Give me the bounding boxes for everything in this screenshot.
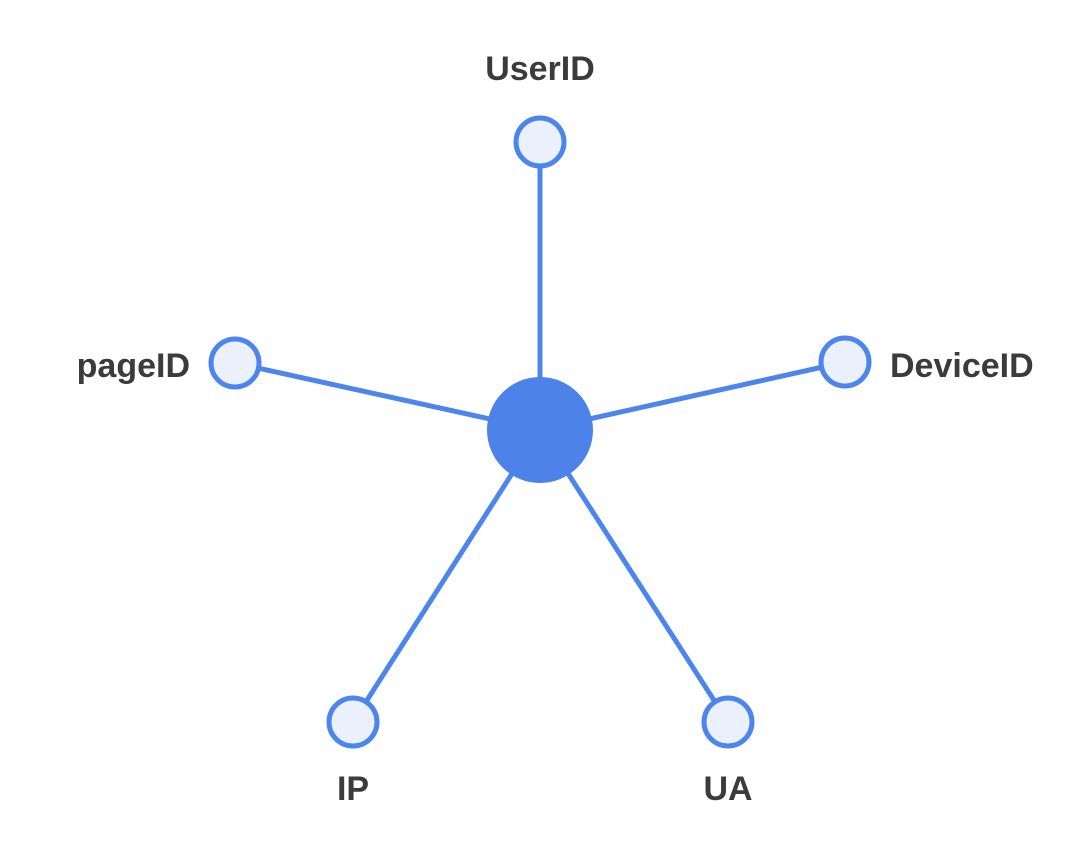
nodes-layer — [208, 115, 872, 749]
node-center[interactable] — [487, 377, 593, 483]
node-label-ip: IP — [337, 770, 369, 808]
node-label-deviceid: DeviceID — [890, 347, 1034, 385]
node-label-userid: UserID — [485, 50, 595, 88]
node-deviceid[interactable] — [818, 335, 872, 389]
node-label-pageid: pageID — [77, 347, 190, 385]
labels-layer: UserID DeviceID UA IP pageID — [77, 50, 1034, 808]
node-label-ua: UA — [703, 770, 752, 808]
edge-center-to-ip — [350, 427, 543, 725]
node-pageid[interactable] — [208, 336, 262, 390]
node-userid[interactable] — [513, 115, 567, 169]
node-ua[interactable] — [701, 695, 755, 749]
edge-center-to-ua — [537, 427, 731, 725]
node-ip[interactable] — [326, 695, 380, 749]
